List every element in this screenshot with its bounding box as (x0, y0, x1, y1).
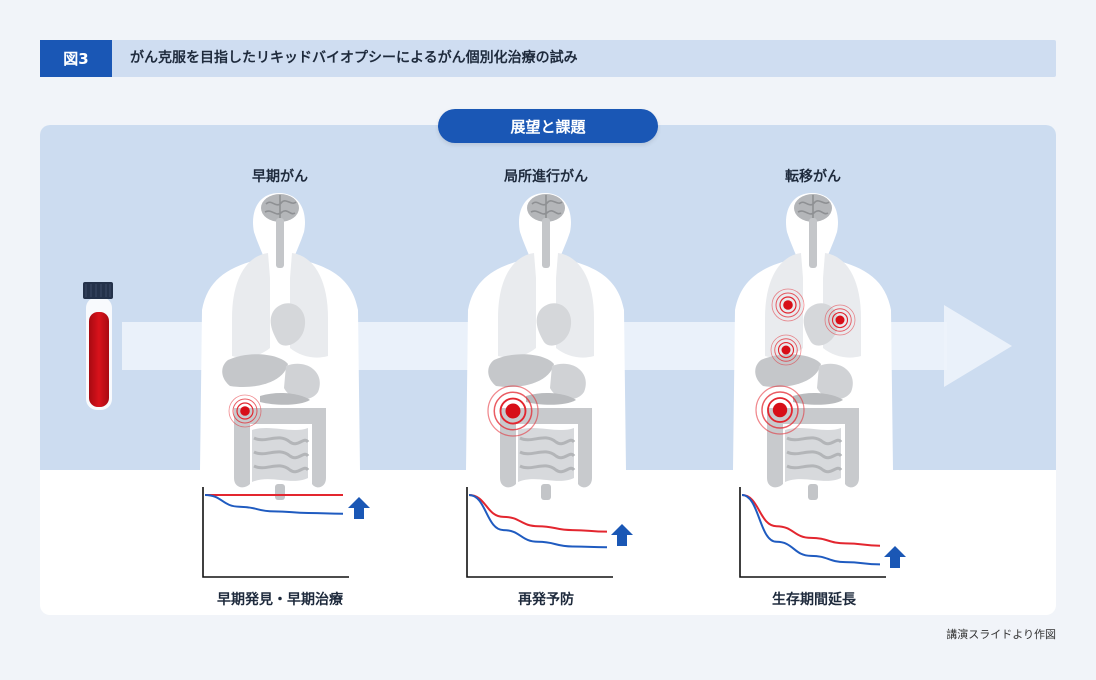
body-silhouette-icon (733, 193, 893, 502)
brain-icon (793, 193, 833, 223)
figure-title: がん克服を目指したリキッドバイオプシーによるがん個別化治療の試み (130, 50, 578, 66)
stage-label-early: 早期がん (252, 169, 308, 185)
survival-charts (202, 487, 906, 578)
brain-icon (526, 193, 566, 223)
red-survival-line (741, 494, 881, 547)
stage-label-metastatic: 転移がん (785, 169, 841, 185)
red-survival-line (468, 494, 608, 533)
blue-survival-line (468, 494, 608, 549)
up-arrow-icon (348, 497, 370, 519)
up-arrow-icon (884, 546, 906, 568)
blood-tube-icon (83, 282, 113, 410)
chart-axes (739, 487, 886, 578)
chart-axes (466, 487, 613, 578)
brain-icon (260, 193, 300, 223)
source-note: 講演スライドより作図 (946, 628, 1056, 641)
outcome-label-metastatic: 生存期間延長 (772, 592, 856, 608)
up-arrow-icon (611, 524, 633, 546)
blue-survival-line (741, 494, 881, 566)
blue-survival-line (204, 494, 344, 515)
chart-axes (202, 487, 349, 578)
figure-number: 図3 (40, 40, 112, 77)
body-silhouette-icon (466, 193, 626, 502)
section-pill: 展望と課題 (438, 109, 658, 143)
figure-header: 図3 がん克服を目指したリキッドバイオプシーによるがん個別化治療の試み (40, 40, 1056, 77)
outcome-label-early: 早期発見・早期治療 (217, 592, 343, 608)
stage-label-local: 局所進行がん (504, 169, 588, 185)
body-silhouette-icon (200, 193, 360, 502)
outcome-label-local: 再発予防 (518, 592, 574, 608)
